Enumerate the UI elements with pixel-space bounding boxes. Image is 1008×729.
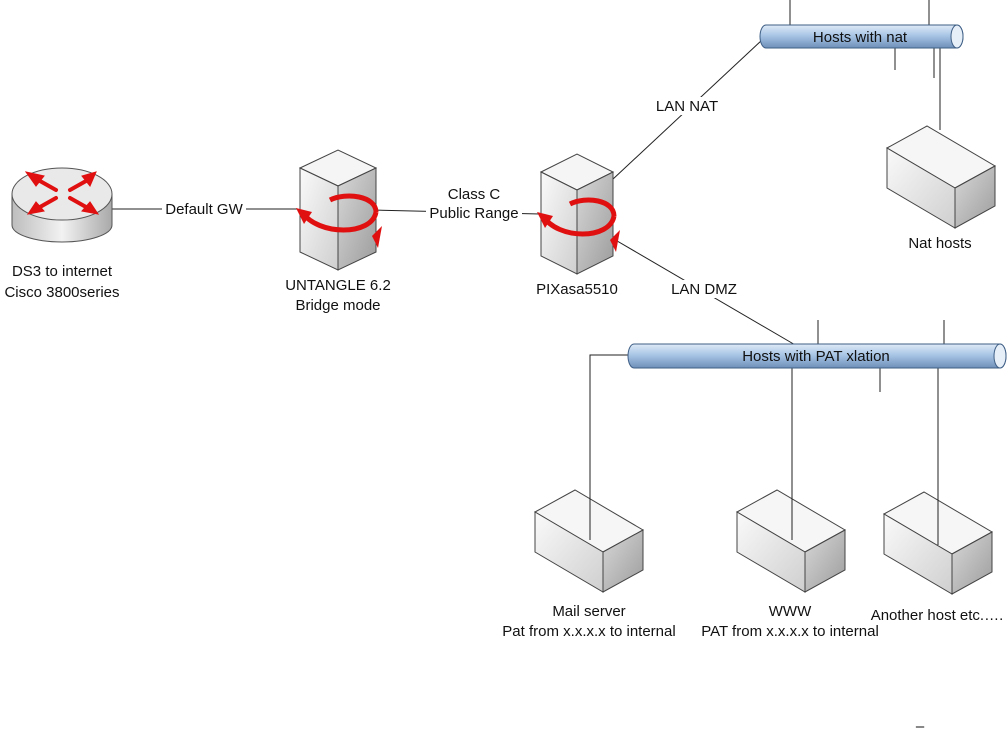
router-label-line2: Cisco 3800series xyxy=(4,284,119,301)
www-label: WWW xyxy=(769,603,812,620)
pat-bus-label: Hosts with PAT xlation xyxy=(742,348,890,365)
mail-server-pat-label: Pat from x.x.x.x to internal xyxy=(502,623,675,640)
default-gw-label: Default GW xyxy=(165,201,243,218)
mail-server-icon xyxy=(533,489,645,593)
www-server-icon xyxy=(735,489,847,593)
untangle-label-line1: UNTANGLE 6.2 xyxy=(285,277,391,294)
footer-mark: – xyxy=(916,718,925,729)
pat-bus: Hosts with PAT xlation xyxy=(627,343,1007,369)
untangle-label-line2: Bridge mode xyxy=(295,297,380,314)
router-icon xyxy=(11,167,113,243)
nat-hosts-server-icon xyxy=(885,125,997,229)
router-label-line1: DS3 to internet xyxy=(12,263,113,280)
nat-hosts-label: Nat hosts xyxy=(908,235,971,252)
www-pat-label: PAT from x.x.x.x to internal xyxy=(701,623,879,640)
nat-bus-label: Hosts with nat xyxy=(813,29,908,46)
class-c-label: Class C xyxy=(448,186,501,203)
pix-label: PIXasa5510 xyxy=(536,281,618,298)
connection-lines xyxy=(112,0,945,545)
public-range-label: Public Range xyxy=(429,205,518,222)
untangle-server-icon xyxy=(296,149,382,271)
link-labels: Default GW Class C Public Range LAN NAT … xyxy=(162,97,741,298)
link-pat-bus-mail xyxy=(589,354,630,540)
device-labels: DS3 to internet Cisco 3800series UNTANGL… xyxy=(4,235,1003,729)
nat-bus: Hosts with nat xyxy=(759,24,964,49)
lan-nat-label: LAN NAT xyxy=(656,98,718,115)
pix-firewall-icon xyxy=(537,153,620,275)
mail-server-label: Mail server xyxy=(552,603,625,620)
another-host-label: Another host etc.…. xyxy=(871,607,1004,624)
lan-dmz-label: LAN DMZ xyxy=(671,281,737,298)
